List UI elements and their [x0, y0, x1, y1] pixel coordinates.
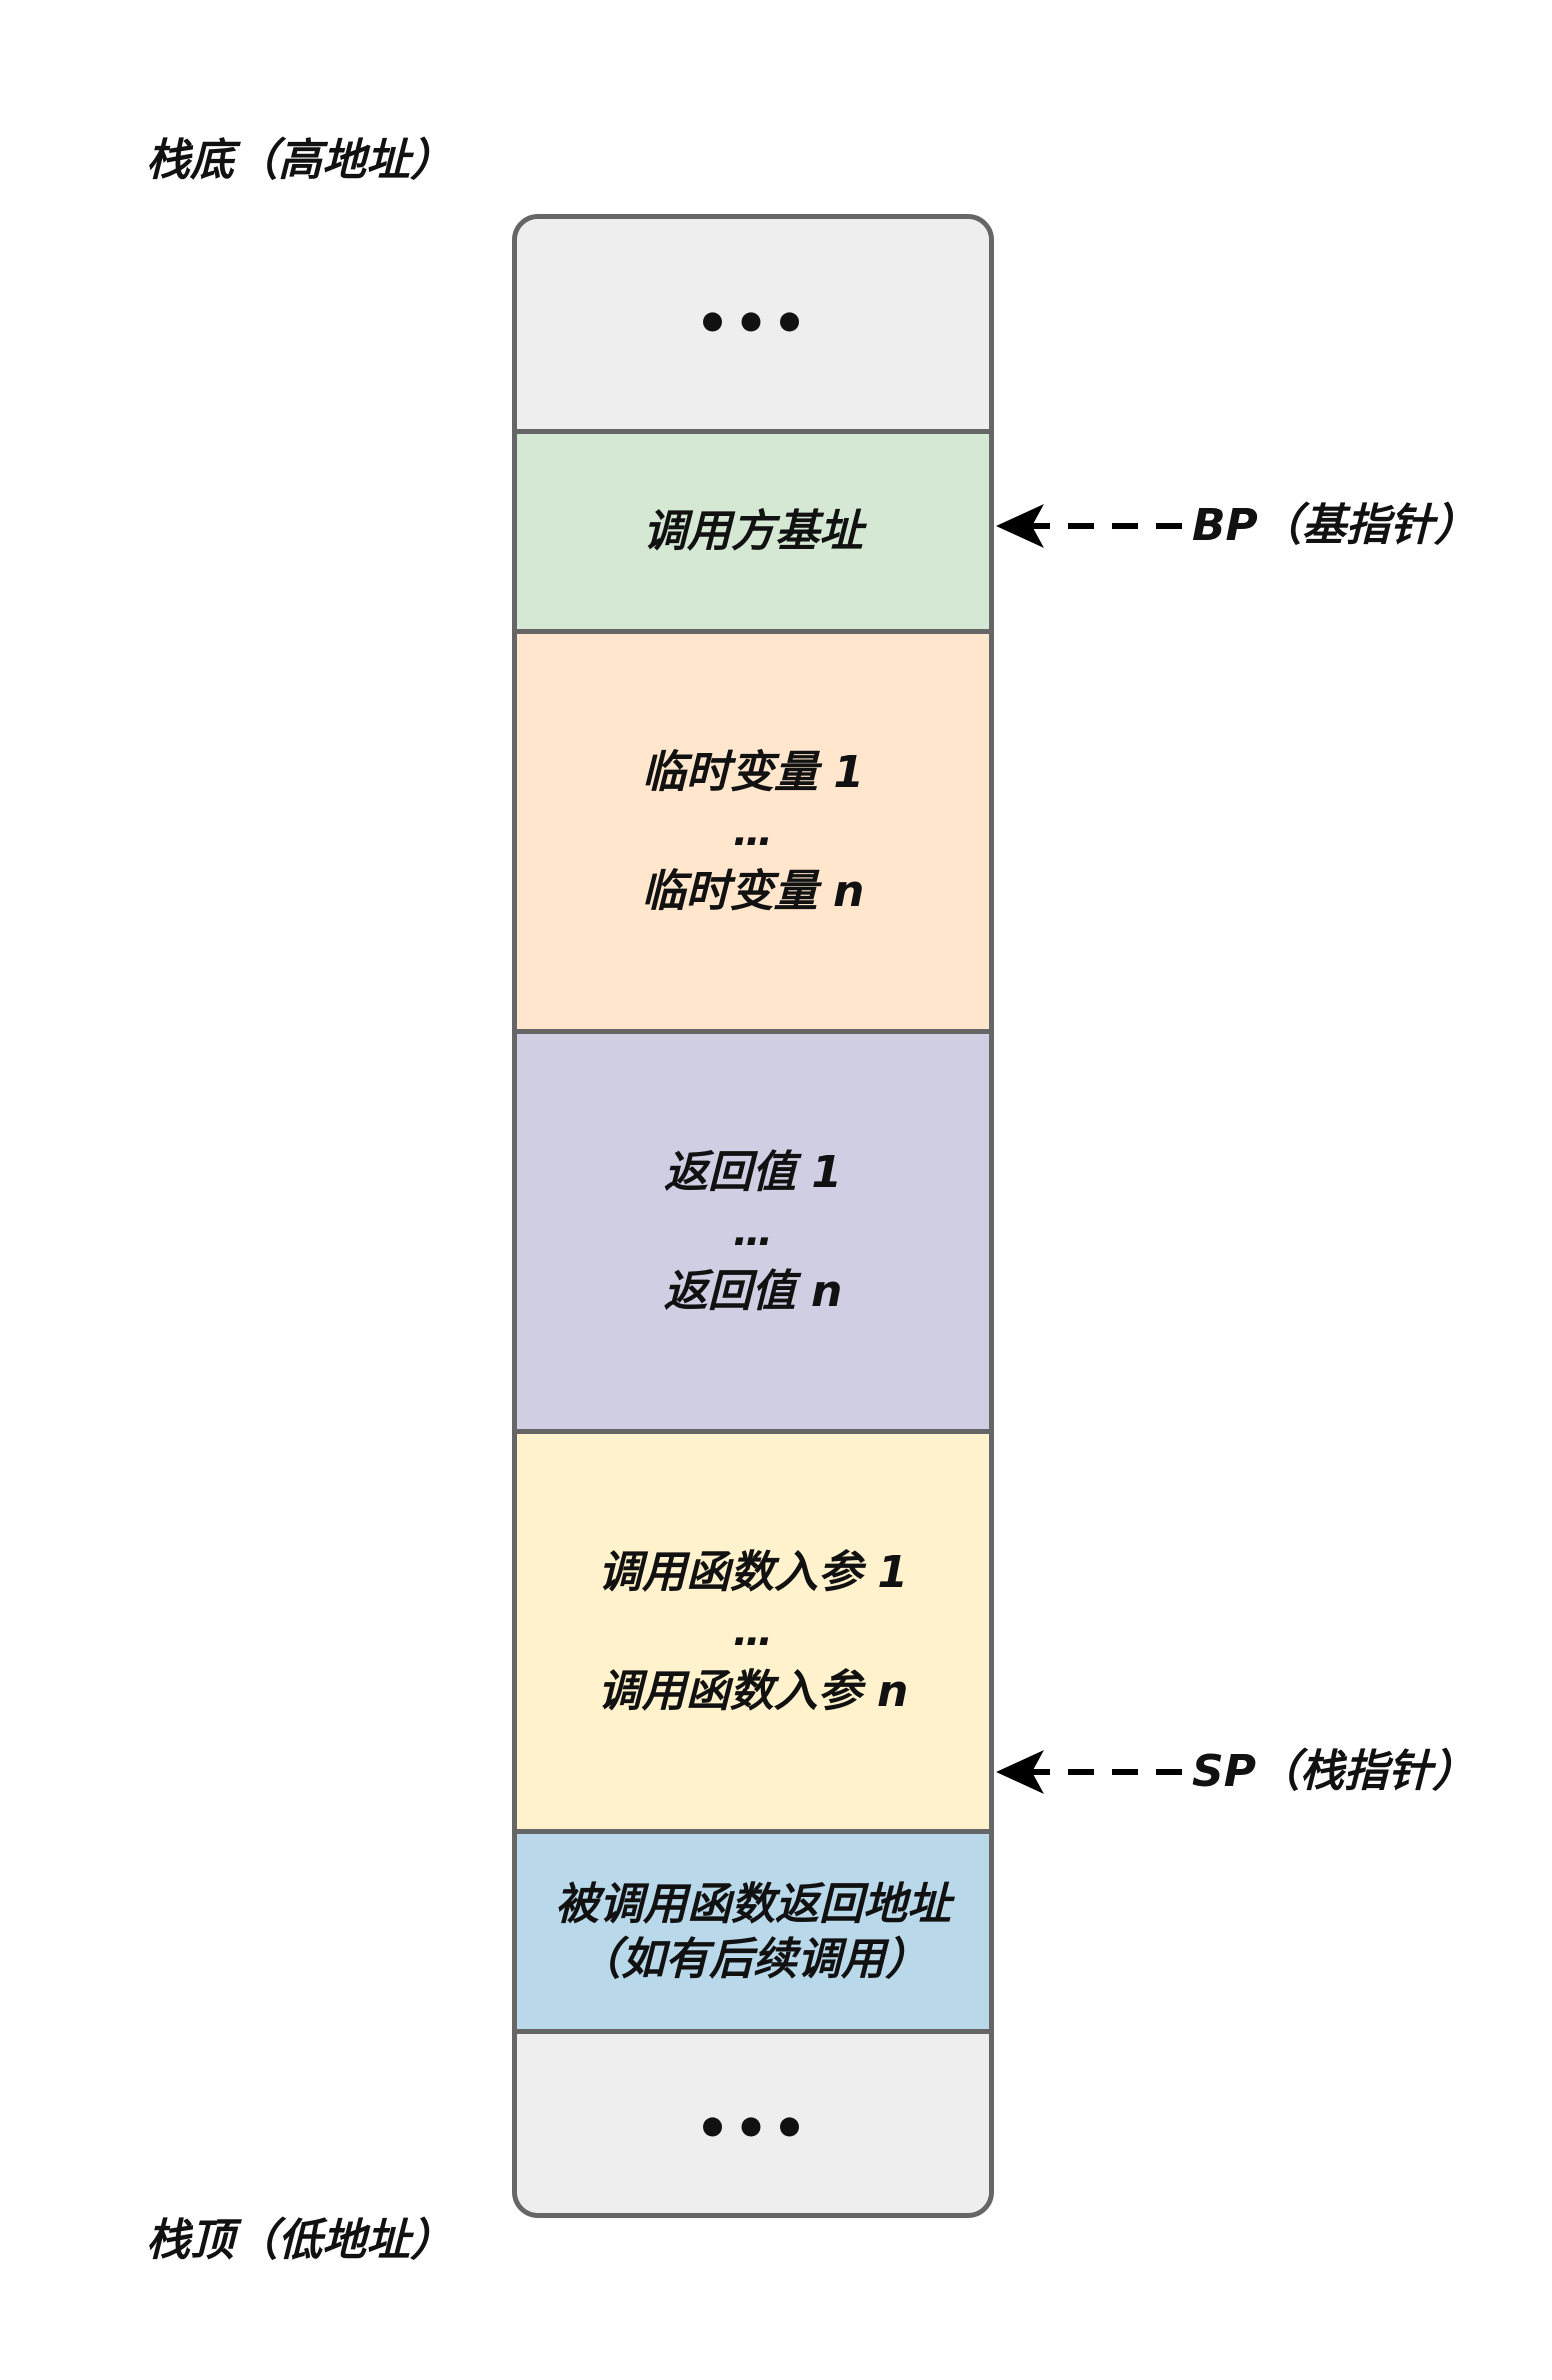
top-ellipsis-text: ••• — [695, 292, 811, 356]
return-value-first: 返回值 1 — [664, 1146, 842, 1198]
segment-top-ellipsis: ••• — [517, 219, 989, 429]
return-value-dots: … — [733, 1208, 773, 1255]
return-address-line2: （如有后续调用） — [577, 1933, 929, 1985]
stack-top-label: 栈顶（低地址） — [146, 2215, 454, 2266]
sp-label: SP（栈指针） — [1192, 1746, 1476, 1797]
sp-arrow-icon — [996, 1750, 1184, 1794]
stack-bottom-label: 栈底（高地址） — [146, 135, 454, 186]
bp-arrow-icon — [996, 504, 1184, 548]
stack-frame-diagram: ••• 调用方基址 临时变量 1 … 临时变量 n 返回值 1 … 返回值 n … — [512, 214, 994, 2218]
return-address-line1: 被调用函数返回地址 — [555, 1878, 951, 1930]
segment-bottom-ellipsis: ••• — [517, 2029, 989, 2213]
temp-var-last: 临时变量 n — [641, 865, 865, 917]
caller-base-text: 调用方基址 — [643, 506, 863, 557]
temp-var-dots: … — [733, 808, 773, 855]
segment-return-values: 返回值 1 … 返回值 n — [517, 1029, 989, 1429]
call-arg-dots: … — [733, 1608, 773, 1655]
call-arg-last: 调用函数入参 n — [597, 1665, 909, 1717]
segment-return-address: 被调用函数返回地址 （如有后续调用） — [517, 1829, 989, 2029]
segment-temp-vars: 临时变量 1 … 临时变量 n — [517, 629, 989, 1029]
segment-call-args: 调用函数入参 1 … 调用函数入参 n — [517, 1429, 989, 1829]
bp-label: BP（基指针） — [1192, 500, 1478, 551]
call-arg-first: 调用函数入参 1 — [598, 1546, 908, 1598]
return-value-last: 返回值 n — [663, 1265, 843, 1317]
sp-pointer: SP（栈指针） — [994, 1742, 1476, 1802]
bp-pointer: BP（基指针） — [994, 496, 1478, 556]
bottom-ellipsis-text: ••• — [695, 2096, 811, 2160]
temp-var-first: 临时变量 1 — [642, 746, 864, 798]
segment-caller-base: 调用方基址 — [517, 429, 989, 629]
